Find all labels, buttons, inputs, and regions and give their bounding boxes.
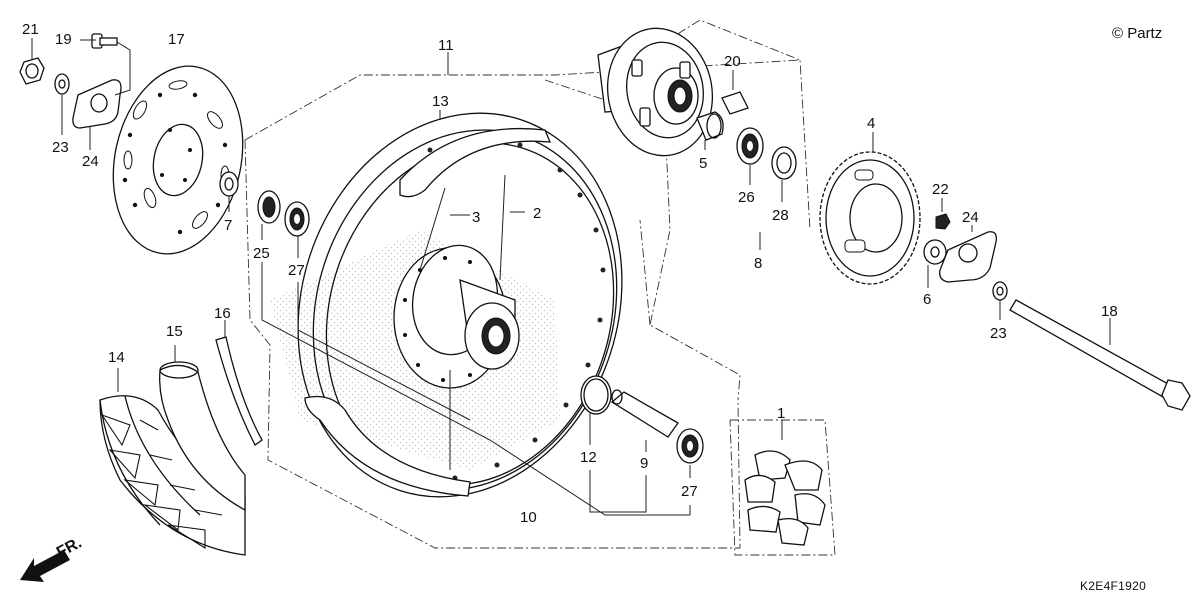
label-14: 14 <box>108 349 125 366</box>
leader-lines <box>31 38 1111 516</box>
bearing-right <box>736 127 764 165</box>
label-10: 10 <box>520 509 537 526</box>
label-6: 6 <box>923 291 931 308</box>
label-27-center: 27 <box>681 483 698 500</box>
label-20: 20 <box>724 53 741 70</box>
label-1: 1 <box>777 405 785 422</box>
label-23-left: 23 <box>52 139 69 156</box>
label-25: 25 <box>253 245 270 262</box>
collar-5 <box>696 111 724 141</box>
distance-collar <box>610 389 679 438</box>
bearing-center <box>676 428 704 464</box>
label-2: 2 <box>533 205 541 222</box>
driven-sprocket <box>819 151 921 285</box>
lock-plate-left <box>72 79 122 129</box>
label-24-left: 24 <box>82 153 99 170</box>
label-26: 26 <box>738 189 755 206</box>
part-number-labels: 21 19 17 23 24 7 25 27 11 13 3 2 16 15 1… <box>22 21 1118 526</box>
label-23-right: 23 <box>990 325 1007 342</box>
label-12: 12 <box>580 449 597 466</box>
brake-disc <box>112 65 244 255</box>
label-17: 17 <box>168 31 185 48</box>
label-27-left: 27 <box>288 262 305 279</box>
label-8: 8 <box>754 255 762 272</box>
stud-bolt <box>721 91 749 115</box>
nut <box>19 57 45 85</box>
front-direction-arrow: FR. <box>20 534 85 582</box>
label-21: 21 <box>22 21 39 38</box>
label-28: 28 <box>772 207 789 224</box>
label-16: 16 <box>214 305 231 322</box>
wheel-hub <box>393 174 520 470</box>
washer-left <box>54 73 70 95</box>
label-7: 7 <box>224 217 232 234</box>
label-3: 3 <box>472 209 480 226</box>
damper-rubbers <box>729 419 836 556</box>
diagram-code: K2E4F1920 <box>1080 579 1146 593</box>
inner-tube <box>159 361 246 512</box>
label-11: 11 <box>438 37 454 54</box>
lock-plate-right <box>939 231 997 283</box>
rim-band <box>215 336 263 446</box>
side-collar <box>219 171 239 197</box>
label-5: 5 <box>699 155 707 172</box>
oil-seal <box>771 146 797 180</box>
label-24-right: 24 <box>962 209 979 226</box>
wheel-rim <box>297 112 623 498</box>
label-22: 22 <box>932 181 949 198</box>
collar-6 <box>923 239 947 265</box>
final-driven-flange <box>597 27 714 157</box>
disc-bolt <box>91 33 118 49</box>
bearing-left <box>284 201 310 237</box>
label-19: 19 <box>55 31 72 48</box>
label-15: 15 <box>166 323 183 340</box>
label-13: 13 <box>432 93 449 110</box>
watermark: © Partz <box>1112 25 1162 42</box>
label-18: 18 <box>1101 303 1118 320</box>
o-ring <box>580 375 612 415</box>
sprocket-nut <box>935 213 951 230</box>
dust-seal <box>257 190 281 224</box>
label-4: 4 <box>867 115 875 132</box>
label-9: 9 <box>640 455 648 472</box>
washer-right <box>992 281 1008 301</box>
arrow-left-icon <box>20 550 70 582</box>
tire <box>99 395 246 556</box>
axle <box>1009 299 1191 411</box>
